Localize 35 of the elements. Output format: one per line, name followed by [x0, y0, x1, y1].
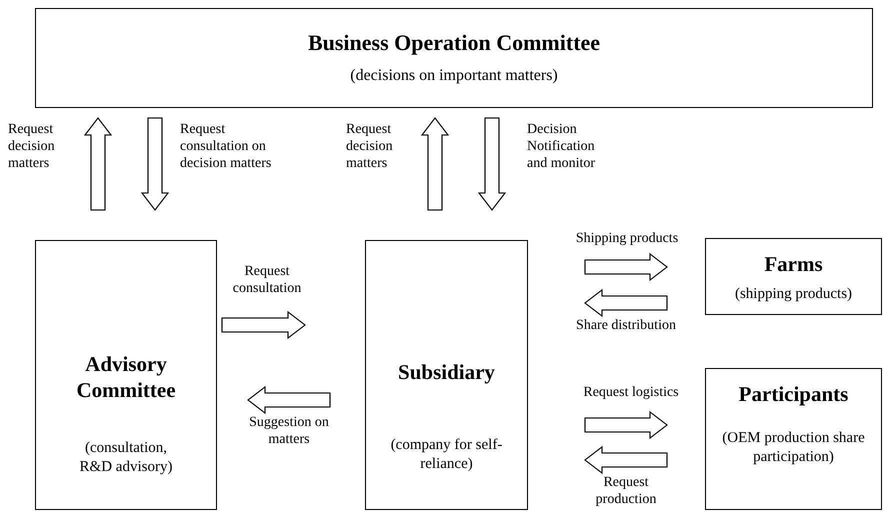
edge-label: Request decision matters [8, 122, 56, 172]
edge-label: Share distribution [576, 318, 676, 335]
block-arrow [221, 310, 306, 340]
edge-label: Shipping products [574, 231, 680, 248]
edge-label: Decision Notification and monitor [527, 122, 596, 172]
box [705, 368, 882, 510]
node-title: Subsidiary [397, 359, 496, 386]
edge-label: Request logistics [582, 385, 680, 402]
edge-label: Request consultation on decision matters [180, 122, 272, 172]
block-arrow [584, 288, 668, 318]
node-title: Advisory Committee [75, 351, 177, 404]
block-arrow [584, 410, 668, 440]
node-description: (company for self-reliance) [390, 436, 504, 474]
node-title: Business Operation Committee [306, 29, 602, 56]
box [35, 240, 217, 510]
edge-label: Request production [594, 475, 658, 509]
box [705, 238, 882, 315]
edge-label: Request consultation [232, 264, 302, 298]
block-arrow [140, 117, 170, 211]
node-title: Farms [763, 251, 824, 278]
block-arrow [84, 117, 112, 211]
block-arrow [247, 386, 331, 414]
box [365, 240, 528, 510]
node-title: Participants [738, 381, 850, 408]
box [35, 8, 873, 108]
node-description: (shipping products) [734, 285, 854, 304]
edge-label: Request decision matters [346, 122, 394, 172]
block-arrow [584, 252, 668, 282]
block-arrow [584, 446, 668, 474]
block-arrow [478, 117, 506, 211]
edge-label: Suggestion on matters [248, 415, 330, 449]
block-arrow [420, 117, 450, 211]
node-description: (consultation, R&D advisory) [78, 439, 174, 476]
node-description: (OEM production share participation) [721, 429, 866, 466]
node-description: (decisions on important matters) [349, 66, 559, 86]
